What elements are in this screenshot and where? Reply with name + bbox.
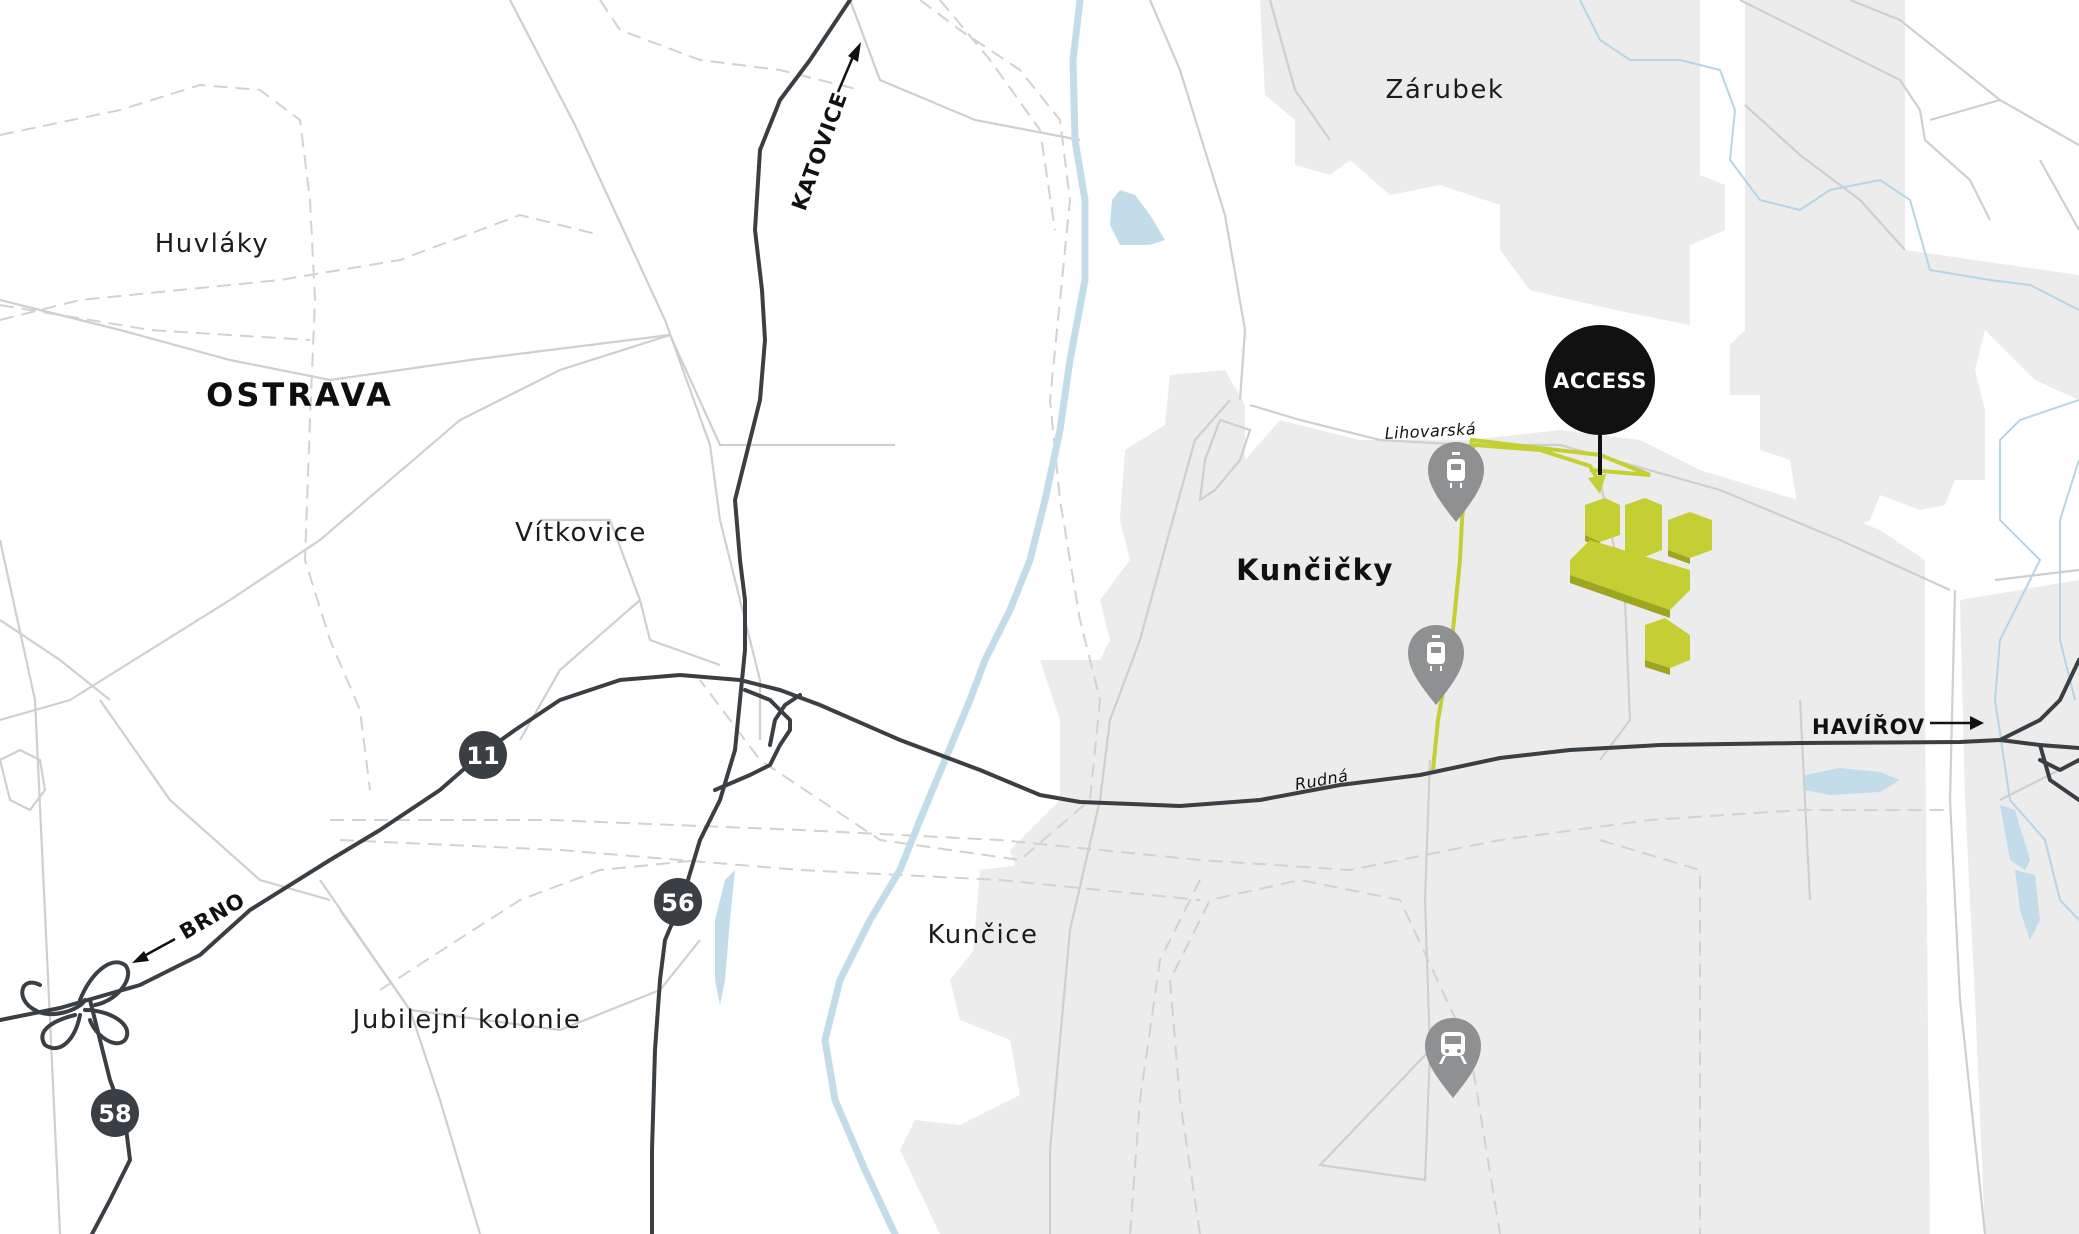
- place-zarubek: Zárubek: [1386, 75, 1505, 105]
- tram-stop-pin[interactable]: [1408, 625, 1464, 705]
- railway-lines: [0, 0, 1950, 1234]
- tram-stop-icon: [1427, 635, 1445, 671]
- city-label: OSTRAVA: [206, 376, 394, 414]
- place-huvlaky: Huvláky: [155, 229, 270, 259]
- train-station-icon: [1439, 1032, 1467, 1064]
- direction-label: BRNO: [176, 888, 250, 945]
- direction-katovice: KATOVICE: [787, 42, 861, 214]
- water-bodies: [715, 0, 2079, 1234]
- arrow-right-icon: [1930, 716, 1984, 730]
- highway-56: [650, 0, 852, 1234]
- place-kuncice: Kunčice: [927, 920, 1038, 950]
- direction-label: KATOVICE: [787, 89, 852, 214]
- highway-rudna: [0, 673, 2079, 1022]
- route-badge-11: 11: [459, 731, 507, 779]
- svg-text:58: 58: [98, 1100, 131, 1128]
- street-lihovarska: Lihovarská: [1384, 419, 1476, 443]
- direction-havirov: HAVÍŘOV: [1812, 714, 1984, 739]
- svg-text:11: 11: [466, 742, 499, 770]
- route-badge-58: 58: [91, 1089, 139, 1137]
- arrow-up-right-icon: [836, 42, 861, 93]
- highway-58: [88, 998, 132, 1234]
- target-buildings: [1570, 498, 1712, 675]
- tram-stop-icon: [1447, 452, 1465, 488]
- direction-label: HAVÍŘOV: [1812, 714, 1925, 739]
- route-badge-56: 56: [654, 878, 702, 926]
- access-label: ACCESS: [1553, 369, 1647, 393]
- tram-stop-pin[interactable]: [1428, 442, 1484, 522]
- svg-text:56: 56: [661, 889, 694, 917]
- access-marker[interactable]: ACCESS: [1545, 325, 1655, 475]
- place-vitkovice: Vítkovice: [515, 518, 647, 548]
- place-jubilejni-kolonie: Jubilejní kolonie: [351, 1005, 582, 1035]
- arrow-down-left-icon: [132, 937, 176, 963]
- district-kuncicky: Kunčičky: [1236, 553, 1394, 587]
- industrial-areas: [900, 0, 2079, 1234]
- train-station-pin[interactable]: [1425, 1018, 1481, 1098]
